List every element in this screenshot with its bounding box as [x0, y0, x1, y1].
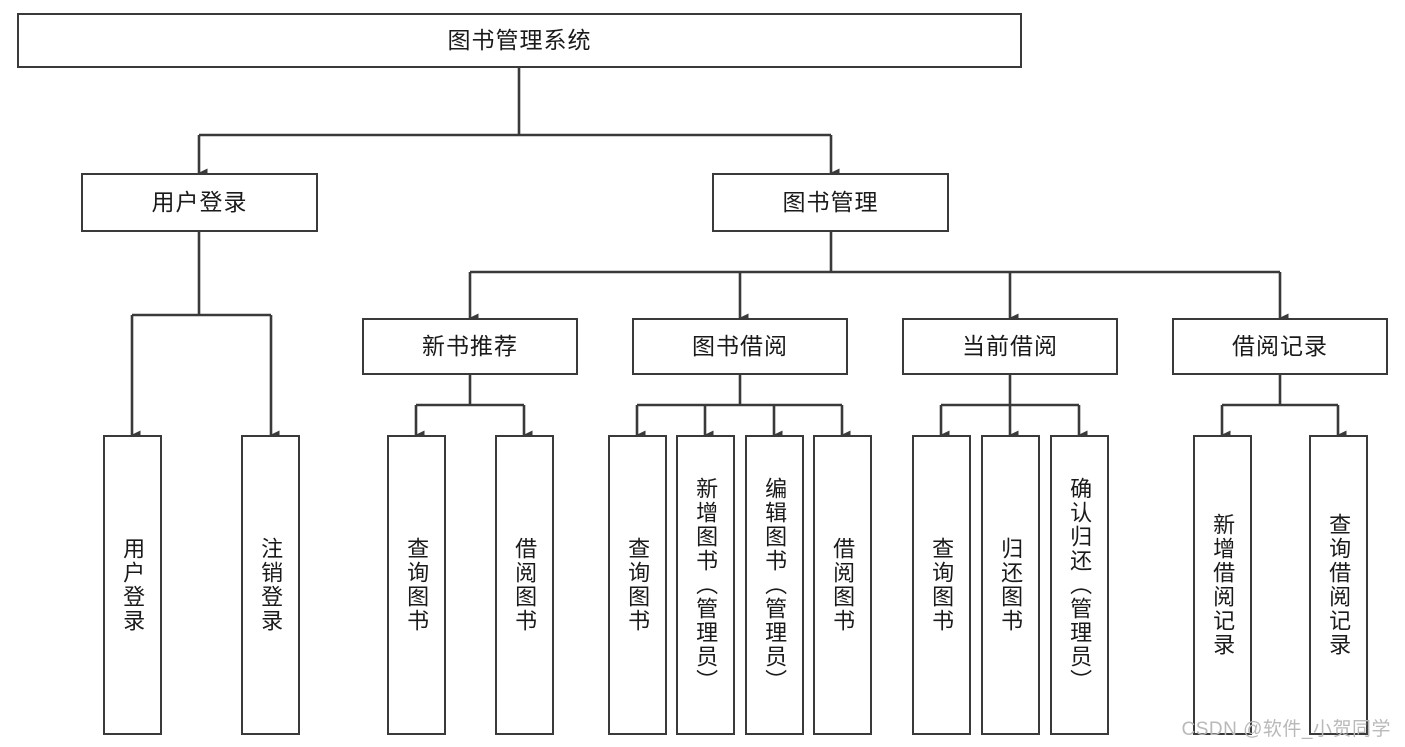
leaf-borrow-query-book[interactable]: 查询图书 [608, 435, 667, 735]
leaf-label: 归还图书 [998, 537, 1024, 633]
csdn-watermark: CSDN @软件_小贺同学 [1181, 719, 1391, 740]
leaf-borrow-edit-book[interactable]: 编辑图书（管理员） [745, 435, 804, 735]
leaf-recommend-borrow-book[interactable]: 借阅图书 [495, 435, 554, 735]
leaf-label: 查询图书 [929, 537, 955, 633]
leaf-label: 查询借阅记录 [1326, 513, 1352, 657]
leaf-label: 用户登录 [120, 537, 146, 633]
node-new-book-recommend-label: 新书推荐 [422, 332, 518, 359]
node-book-management-label: 图书管理 [782, 188, 879, 215]
node-current-borrow[interactable]: 当前借阅 [902, 318, 1118, 375]
leaf-label: 借阅图书 [512, 537, 538, 633]
leaf-label: 查询图书 [404, 537, 430, 633]
leaf-label: 确认归还（管理员） [1067, 477, 1093, 693]
leaf-record-query-record[interactable]: 查询借阅记录 [1309, 435, 1368, 735]
leaf-label: 编辑图书（管理员） [762, 477, 788, 693]
leaf-borrow-borrow-book[interactable]: 借阅图书 [813, 435, 872, 735]
node-book-borrow[interactable]: 图书借阅 [632, 318, 848, 375]
leaf-label: 查询图书 [625, 537, 651, 633]
leaf-current-return-book[interactable]: 归还图书 [981, 435, 1040, 735]
leaf-current-confirm-return[interactable]: 确认归还（管理员） [1050, 435, 1109, 735]
node-book-borrow-label: 图书借阅 [692, 332, 788, 359]
leaf-label: 注销登录 [258, 537, 284, 633]
leaf-label: 新增图书（管理员） [693, 477, 719, 693]
node-book-management[interactable]: 图书管理 [712, 173, 949, 232]
leaf-recommend-query-book[interactable]: 查询图书 [387, 435, 446, 735]
node-current-borrow-label: 当前借阅 [962, 332, 1058, 359]
node-borrow-record-label: 借阅记录 [1232, 332, 1328, 359]
node-root[interactable]: 图书管理系统 [17, 13, 1022, 68]
node-borrow-record[interactable]: 借阅记录 [1172, 318, 1388, 375]
leaf-borrow-add-book[interactable]: 新增图书（管理员） [676, 435, 735, 735]
leaf-current-query-book[interactable]: 查询图书 [912, 435, 971, 735]
node-new-book-recommend[interactable]: 新书推荐 [362, 318, 578, 375]
leaf-user-login-logout[interactable]: 注销登录 [241, 435, 300, 735]
node-user-login-label: 用户登录 [151, 188, 248, 215]
leaf-label: 新增借阅记录 [1210, 513, 1236, 657]
leaf-label: 借阅图书 [830, 537, 856, 633]
leaf-record-add-record[interactable]: 新增借阅记录 [1193, 435, 1252, 735]
node-user-login[interactable]: 用户登录 [81, 173, 318, 232]
node-root-label: 图书管理系统 [447, 26, 592, 53]
leaf-user-login-login[interactable]: 用户登录 [103, 435, 162, 735]
